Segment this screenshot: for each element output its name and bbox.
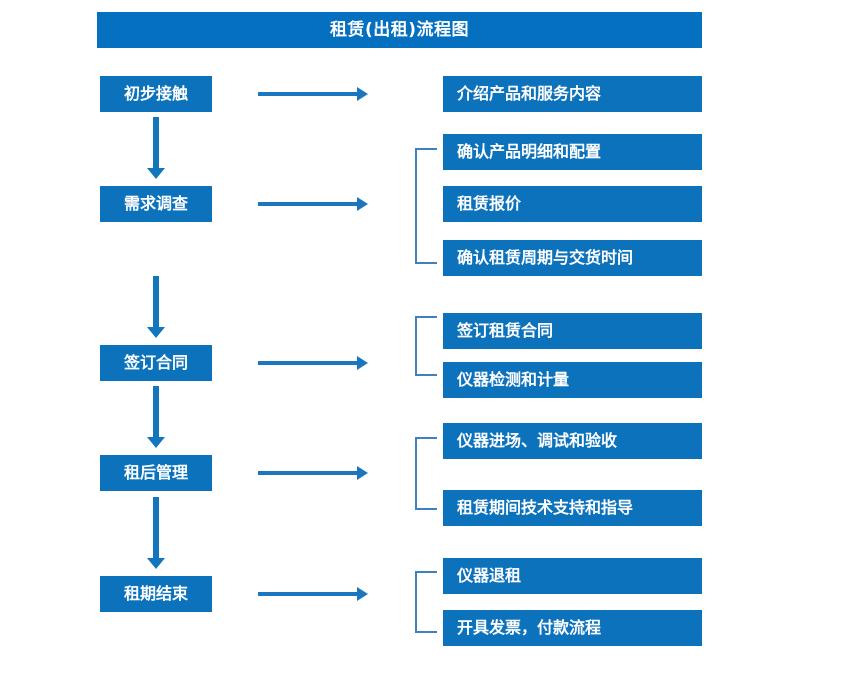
- detail-label-7: 仪器进场、调试和验收: [457, 431, 618, 450]
- flow-arrow-right-4: [258, 466, 368, 480]
- detail-box-5[interactable]: 签订租赁合同: [443, 313, 702, 349]
- flow-arrow-right-5: [258, 587, 368, 601]
- detail-label-4: 确认租赁周期与交货时间: [457, 248, 634, 267]
- flow-arrow-down-3: [147, 386, 165, 448]
- detail-label-10: 开具发票，付款流程: [457, 618, 602, 637]
- detail-box-9[interactable]: 仪器退租: [443, 558, 702, 594]
- detail-box-1[interactable]: 介绍产品和服务内容: [443, 76, 702, 112]
- stage-box-1[interactable]: 初步接触: [100, 76, 212, 112]
- detail-box-8[interactable]: 租赁期间技术支持和指导: [443, 490, 702, 526]
- group-bracket-4: [415, 571, 437, 633]
- detail-box-3[interactable]: 租赁报价: [443, 186, 702, 222]
- detail-label-8: 租赁期间技术支持和指导: [457, 498, 634, 517]
- stage-label-1: 初步接触: [123, 84, 188, 103]
- page-title: 租赁(出租)流程图: [329, 19, 470, 40]
- detail-box-6[interactable]: 仪器检测和计量: [443, 362, 702, 398]
- stage-label-4: 租后管理: [123, 463, 188, 482]
- stage-box-2[interactable]: 需求调查: [100, 186, 212, 222]
- diagram-title-bar: 租赁(出租)流程图: [97, 12, 702, 48]
- flow-arrow-down-2: [147, 276, 165, 338]
- detail-box-10[interactable]: 开具发票，付款流程: [443, 610, 702, 646]
- detail-box-2[interactable]: 确认产品明细和配置: [443, 134, 702, 170]
- detail-label-3: 租赁报价: [457, 194, 522, 213]
- detail-label-1: 介绍产品和服务内容: [457, 84, 602, 103]
- detail-label-5: 签订租赁合同: [457, 321, 554, 340]
- flow-arrow-down-1: [147, 117, 165, 179]
- detail-box-4[interactable]: 确认租赁周期与交货时间: [443, 240, 702, 276]
- flow-arrow-right-1: [258, 87, 368, 101]
- detail-label-2: 确认产品明细和配置: [457, 142, 602, 161]
- flow-arrow-down-4: [147, 497, 165, 569]
- stage-box-5[interactable]: 租期结束: [100, 576, 212, 612]
- flow-arrow-right-2: [258, 197, 368, 211]
- group-bracket-2: [415, 316, 437, 376]
- stage-label-3: 签订合同: [123, 353, 188, 372]
- detail-label-6: 仪器检测和计量: [457, 370, 570, 389]
- group-bracket-1: [415, 148, 437, 264]
- flow-arrow-right-3: [258, 356, 368, 370]
- stage-label-5: 租期结束: [123, 584, 188, 603]
- group-bracket-3: [415, 437, 437, 510]
- detail-label-9: 仪器退租: [457, 566, 522, 585]
- stage-label-2: 需求调查: [123, 194, 188, 213]
- stage-box-4[interactable]: 租后管理: [100, 455, 212, 491]
- detail-box-7[interactable]: 仪器进场、调试和验收: [443, 423, 702, 459]
- stage-box-3[interactable]: 签订合同: [100, 345, 212, 381]
